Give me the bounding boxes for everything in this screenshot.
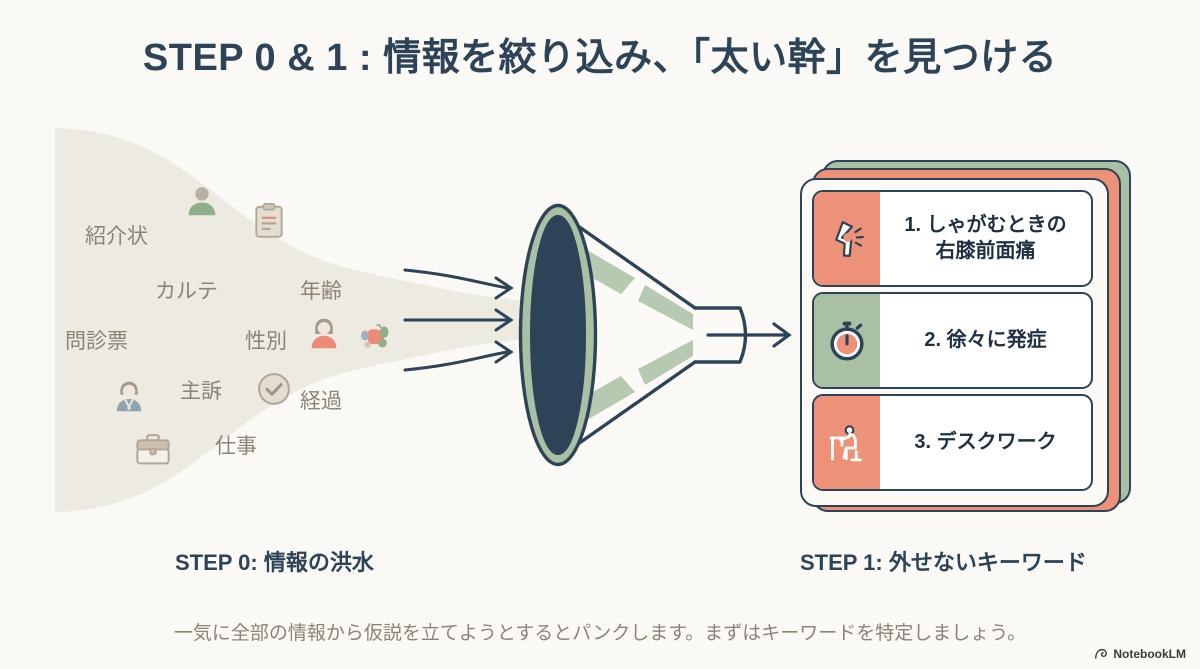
flow-arrow-middle: [403, 308, 514, 332]
flow-arrow-top: [403, 268, 514, 300]
keyword-card[interactable]: 1. しゃがむときの 右膝前面痛: [812, 190, 1093, 287]
cloud-word: 主訴: [180, 380, 222, 403]
notebooklm-watermark: NotebookLM: [1094, 647, 1186, 661]
doctor-icon: [116, 381, 142, 412]
step1-label: STEP 1: 外せないキーワード: [800, 550, 1087, 575]
anatomy-knee-icon: [361, 323, 389, 348]
card-label-line1: 1. しゃがむときの: [904, 213, 1067, 236]
person-female-icon: [311, 318, 337, 349]
watermark-label: NotebookLM: [1113, 647, 1186, 661]
funnel-output-arrow: [706, 322, 792, 348]
card-icon-cell: [814, 294, 880, 387]
check-circle-icon: [258, 373, 290, 405]
footer-note: 一気に全部の情報から仮説を立てようとするとパンクします。まずはキーワードを特定し…: [173, 623, 1027, 644]
keyword-card[interactable]: 2. 徐々に発症: [812, 292, 1093, 389]
knee-pain-icon: [835, 220, 865, 257]
notebooklm-logo-icon: [1095, 648, 1108, 659]
cloud-word: 問診票: [65, 330, 128, 353]
clipboard-icon: [255, 203, 283, 238]
card-label-line2: 右膝前面痛: [935, 239, 1036, 262]
cloud-word: 年齢: [300, 280, 342, 303]
keyword-card[interactable]: 3. デスクワーク: [812, 394, 1093, 491]
cloud-word: カルテ: [155, 280, 218, 303]
card-label: 2. 徐々に発症: [924, 328, 1047, 351]
keyword-card-stack: 1. しゃがむときの 右膝前面痛 2. 徐々に発症: [800, 160, 1131, 512]
card-label: 3. デスクワーク: [914, 430, 1057, 453]
cloud-word: 紹介状: [85, 225, 148, 248]
step0-label: STEP 0: 情報の洪水: [175, 550, 374, 575]
flow-arrow-bottom: [403, 340, 514, 372]
stopwatch-icon: [830, 321, 864, 361]
cloud-word: 仕事: [215, 435, 257, 458]
card-icon-cell: [814, 396, 880, 489]
person-green-icon: [188, 187, 216, 216]
briefcase-icon: [136, 434, 170, 465]
card-list: 1. しゃがむときの 右膝前面痛 2. 徐々に発症: [812, 190, 1093, 491]
desk-work-icon: [829, 424, 862, 461]
flood-shape: [55, 128, 555, 512]
cloud-word: 性別: [245, 330, 287, 353]
page-title: STEP 0 & 1 : 情報を絞り込み、「太い幹」を見つける: [142, 37, 1058, 79]
cloud-word: 経過: [300, 390, 342, 413]
card-icon-cell: [814, 192, 880, 285]
funnel-graphic: [518, 203, 792, 467]
card-label: 1. しゃがむときの 右膝前面痛: [880, 192, 1091, 285]
information-flood-region: 紹介状 カルテ 問診票 性別 年齢 主訴 経過 仕事: [55, 120, 565, 520]
